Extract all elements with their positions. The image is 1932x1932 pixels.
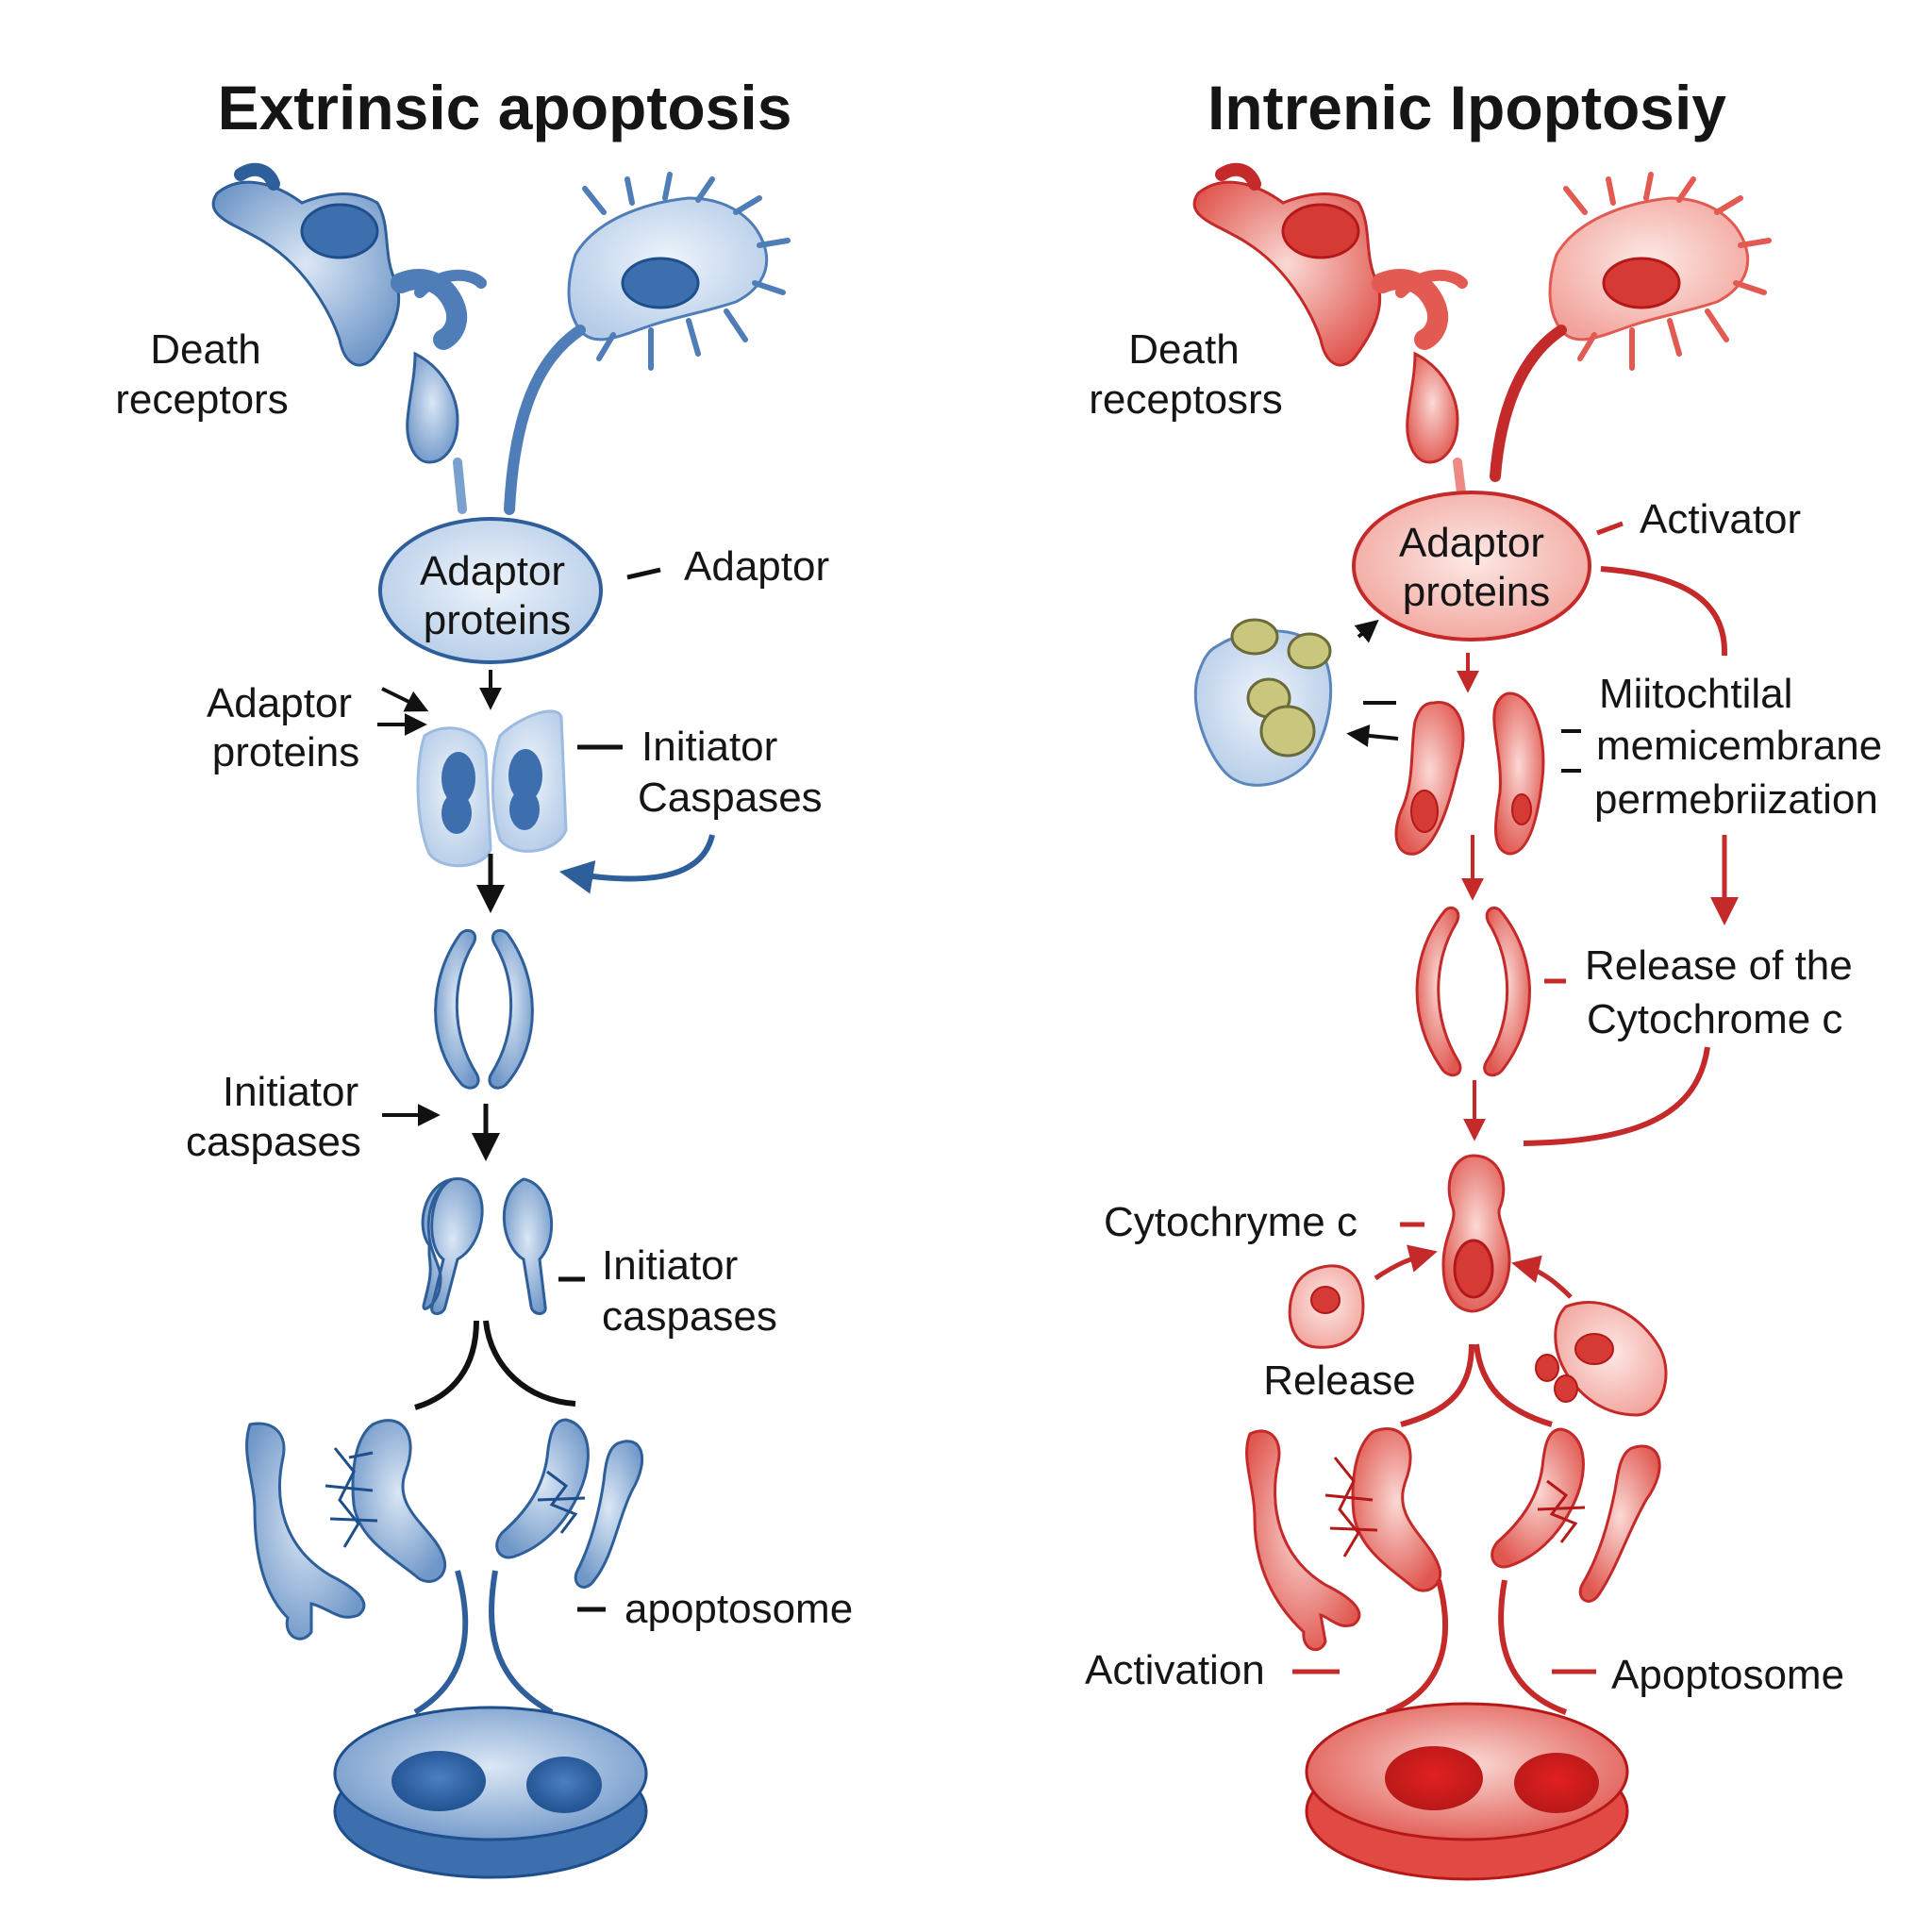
intrinsic-death-receptor-cell-left <box>1192 162 1468 367</box>
intrinsic-title: Intrenic Ipoptosiy <box>1208 73 1726 142</box>
extrinsic-adaptor-ellipse <box>378 517 603 664</box>
extrinsic-initiator-complex <box>416 709 568 868</box>
intrinsic-activator-label: Activator <box>1640 496 1801 542</box>
intrinsic-mito-line1: Miitochtilal <box>1599 671 1792 717</box>
intrinsic-cytochrome-body <box>1441 1154 1511 1313</box>
extrinsic-title: Extrinsic apoptosis <box>218 73 792 142</box>
intrinsic-release-label: Release <box>1263 1357 1415 1404</box>
extrinsic-death-receptors-line1: Death <box>150 326 260 373</box>
intrinsic-panel: Intrenic Ipoptosiy Death receptosrs Adap… <box>1085 73 1882 1881</box>
intrinsic-release-cytochrome-line2: Cytochrome c <box>1587 996 1842 1042</box>
intrinsic-activation-label: Activation <box>1085 1647 1265 1693</box>
intrinsic-apoptosome-label: Apoptosome <box>1611 1652 1844 1698</box>
intrinsic-cytochrome-c-label: Cytochryme c <box>1104 1199 1357 1245</box>
extrinsic-initiator-caspases-left-line2: caspases <box>186 1119 361 1165</box>
extrinsic-panel: Extrinsic apoptosis Death receptors Adap… <box>115 73 853 1879</box>
extrinsic-apoptosome-label: apoptosome <box>625 1586 853 1632</box>
extrinsic-adaptor-proteins-left-line2: proteins <box>212 729 360 775</box>
extrinsic-receptor-stalk-left <box>406 351 459 464</box>
intrinsic-receptor-stalk-left <box>1406 351 1459 464</box>
extrinsic-death-receptors-line2: receptors <box>115 376 288 423</box>
extrinsic-adaptor-inside-line1: Adaptor <box>420 548 565 594</box>
intrinsic-apoptosome-cells <box>1245 1427 1661 1652</box>
extrinsic-caspase-bracket-right <box>488 928 534 1090</box>
extrinsic-adaptor-inside-line2: proteins <box>424 597 572 643</box>
extrinsic-death-receptor-cell-left <box>211 162 487 367</box>
intrinsic-adaptor-ellipse <box>1352 491 1591 641</box>
extrinsic-teardrop-left <box>421 1177 484 1315</box>
extrinsic-caspase-bracket-left <box>434 928 480 1090</box>
extrinsic-initiator-caspases-left-line1: Initiator <box>223 1069 358 1115</box>
intrinsic-cell-left-small <box>1288 1264 1365 1349</box>
extrinsic-teardrop-right <box>502 1177 554 1315</box>
extrinsic-receptor-stalk-right <box>504 325 586 515</box>
intrinsic-adaptor-inside-line1: Adaptor <box>1399 520 1544 566</box>
extrinsic-initiator-caspases-right-line1: Initiator <box>641 724 777 770</box>
intrinsic-mito-right <box>1492 691 1545 856</box>
intrinsic-death-receptors-line2: receptosrs <box>1089 376 1282 423</box>
intrinsic-receptor-stalk-right <box>1490 325 1567 482</box>
extrinsic-apoptosome-cells <box>245 1418 644 1641</box>
extrinsic-cell-disk <box>333 1706 648 1879</box>
extrinsic-adaptor-side-label: Adaptor <box>684 543 829 590</box>
intrinsic-cell-disk <box>1305 1702 1629 1881</box>
intrinsic-mito-line3: permebriization <box>1594 776 1878 823</box>
extrinsic-adaptor-proteins-left-line1: Adaptor <box>207 680 352 726</box>
extrinsic-branch <box>414 1320 576 1410</box>
extrinsic-death-receptor-cell-right <box>567 172 791 371</box>
intrinsic-release-cytochrome-line1: Release of the <box>1585 942 1853 989</box>
extrinsic-initiator-caspases-right2-line2: caspases <box>602 1293 777 1340</box>
extrinsic-initiator-caspases-right2-line1: Initiator <box>602 1242 738 1289</box>
intrinsic-mito-line2: memicembrane <box>1596 723 1882 769</box>
extrinsic-initiator-caspases-right-line2: Caspases <box>638 774 823 821</box>
intrinsic-death-receptors-line1: Death <box>1128 326 1239 373</box>
intrinsic-death-receptor-cell-right <box>1548 172 1772 371</box>
intrinsic-bracket-right <box>1483 906 1531 1077</box>
intrinsic-bracket-left <box>1415 906 1462 1077</box>
intrinsic-adaptor-inside-line2: proteins <box>1403 569 1551 615</box>
intrinsic-vesicle <box>1193 618 1333 787</box>
intrinsic-cell-right-small <box>1535 1301 1668 1417</box>
